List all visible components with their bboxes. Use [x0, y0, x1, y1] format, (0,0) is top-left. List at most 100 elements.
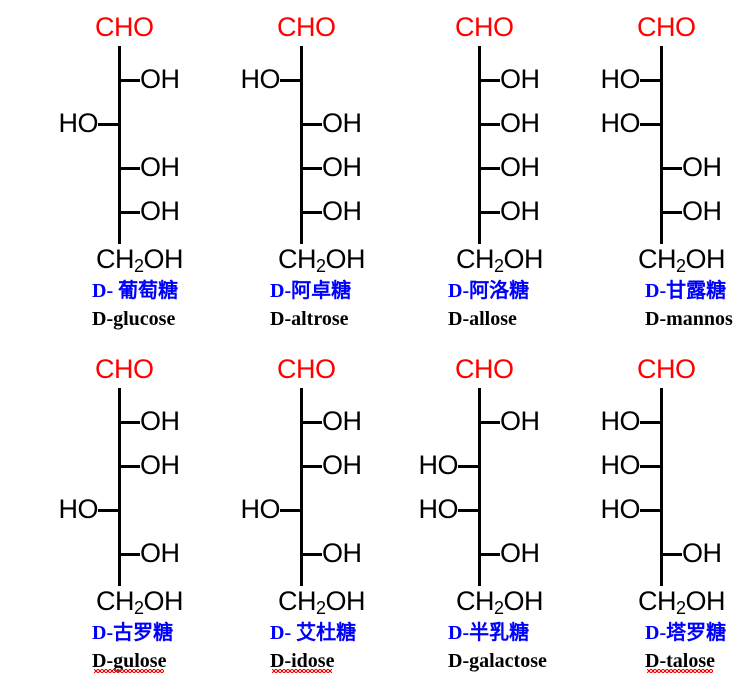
chinese-name-d-mannose: D-甘露糖	[645, 280, 727, 302]
bond-tick	[302, 123, 322, 126]
chinese-name-d-galactose: D-半乳糖	[448, 622, 530, 644]
english-name-d-galactose: D-galactose	[448, 650, 547, 672]
english-name-d-allose: D-allose	[448, 308, 517, 330]
molecule-d-altrose: CHO HO OH OH OH CH2OH D-阿卓糖 D-altrose	[0, 0, 366, 335]
bond-tick	[480, 553, 500, 556]
english-name-wrap-d-gulose: D-gulose	[92, 650, 167, 673]
chinese-name-d-allose: D-阿洛糖	[448, 280, 530, 302]
bond-tick	[302, 167, 322, 170]
bond-tick	[98, 123, 118, 126]
bond-tick	[480, 79, 500, 82]
bond-tick	[458, 509, 478, 512]
hydroxyl-label: OH	[322, 538, 362, 568]
stereocenter-c3-d-mannose: HO	[588, 110, 660, 138]
bond-tick	[662, 167, 682, 170]
bond-tick	[280, 509, 300, 512]
chinese-name-d-glucose: D- 葡萄糖	[92, 280, 179, 302]
bond-tick	[458, 465, 478, 468]
aldehyde-label-d-glucose: CHO	[95, 12, 154, 42]
hydroxyl-label: HO	[240, 64, 281, 94]
stereocenter-c4-d-idose: HO	[228, 496, 300, 524]
stereocenter-c4-d-talose: HO	[588, 496, 660, 524]
molecule-d-mannose: CHO HO HO OH OH CH2OH D-甘露糖 D-mannos	[0, 0, 733, 335]
english-name-wrap-d-altrose: D-altrose	[270, 308, 349, 330]
hydroxymethyl-label-d-mannose: CH2OH	[638, 244, 726, 276]
hydroxyl-label: HO	[600, 108, 641, 138]
hydroxymethyl-label-d-glucose: CH2OH	[96, 244, 184, 276]
carbon-backbone-d-allose	[478, 46, 481, 244]
molecule-d-galactose: CHO OH HO HO OH CH2OH D-半乳糖 D-galactose	[0, 340, 547, 699]
hydroxyl-label: HO	[600, 64, 641, 94]
hydroxyl-label: OH	[140, 450, 180, 480]
bond-tick	[480, 123, 500, 126]
bond-tick	[640, 79, 660, 82]
english-name-wrap-d-idose: D-idose	[270, 650, 334, 673]
english-name-d-altrose: D-altrose	[270, 308, 349, 330]
hydroxyl-label: OH	[500, 538, 540, 568]
hydroxymethyl-label-d-allose: CH2OH	[456, 244, 544, 276]
stereocenter-c2-d-altrose: HO	[228, 66, 300, 94]
carbon-backbone-d-mannose	[660, 46, 663, 244]
hydroxyl-label: OH	[140, 538, 180, 568]
bond-tick	[280, 79, 300, 82]
bond-tick	[640, 123, 660, 126]
bond-tick	[640, 421, 660, 424]
molecule-d-allose: CHO OH OH OH OH CH2OH D-阿洛糖 D-allose	[0, 0, 544, 335]
hydroxyl-label: OH	[682, 152, 722, 182]
hydroxyl-label: HO	[600, 450, 641, 480]
bond-tick	[302, 465, 322, 468]
aldehyde-label-d-altrose: CHO	[277, 12, 336, 42]
hydroxyl-label: OH	[322, 108, 362, 138]
aldehyde-label-d-mannose: CHO	[637, 12, 696, 42]
molecule-row-top: CHO OH HO OH OH CH2OH D- 葡萄糖 D-glucose CHO HO OH OH…	[0, 0, 748, 335]
stereocenter-c3-d-galactose: HO	[406, 452, 478, 480]
carbon-backbone-d-glucose	[118, 46, 121, 244]
bond-tick	[120, 211, 140, 214]
english-name-wrap-d-allose: D-allose	[448, 308, 517, 330]
hydroxyl-label: HO	[240, 494, 281, 524]
stereocenter-c4-d-galactose: HO	[406, 496, 478, 524]
hydroxymethyl-label-d-talose: CH2OH	[638, 586, 726, 618]
english-name-wrap-d-talose: D-talose	[645, 650, 715, 673]
hydroxyl-label: OH	[140, 64, 180, 94]
hydroxyl-label: OH	[322, 152, 362, 182]
bond-tick	[302, 553, 322, 556]
stereocenter-c4-d-gulose: HO	[46, 496, 118, 524]
bond-tick	[302, 211, 322, 214]
hydroxyl-label: OH	[322, 406, 362, 436]
carbon-backbone-d-talose	[660, 388, 663, 586]
hydroxyl-label: OH	[500, 152, 540, 182]
hydroxyl-label: OH	[500, 196, 540, 226]
english-name-wrap-d-mannose: D-mannos	[645, 308, 733, 330]
chinese-name-d-altrose: D-阿卓糖	[270, 280, 352, 302]
carbon-backbone-d-gulose	[118, 388, 121, 586]
hydroxymethyl-label-d-idose: CH2OH	[278, 586, 366, 618]
bond-tick	[662, 211, 682, 214]
stereocenter-c2-d-talose: HO	[588, 408, 660, 436]
aldehyde-label-d-galactose: CHO	[455, 354, 514, 384]
hydroxyl-label: HO	[418, 450, 459, 480]
carbon-backbone-d-galactose	[478, 388, 481, 586]
aldehyde-label-d-gulose: CHO	[95, 354, 154, 384]
stereocenter-c3-d-talose: HO	[588, 452, 660, 480]
hydroxymethyl-label-d-altrose: CH2OH	[278, 244, 366, 276]
hydroxyl-label: OH	[500, 406, 540, 436]
hydroxyl-label: HO	[58, 108, 99, 138]
bond-tick	[302, 421, 322, 424]
english-name-d-mannose: D-mannos	[645, 308, 733, 330]
bond-tick	[640, 509, 660, 512]
stereocenter-c2-d-mannose: HO	[588, 66, 660, 94]
bond-tick	[120, 167, 140, 170]
hydroxymethyl-label-d-gulose: CH2OH	[96, 586, 184, 618]
english-name-d-gulose: D-gulose	[92, 650, 167, 673]
bond-tick	[640, 465, 660, 468]
english-name-wrap-d-glucose: D-glucose	[92, 308, 175, 330]
aldehyde-label-d-idose: CHO	[277, 354, 336, 384]
carbon-backbone-d-idose	[300, 388, 303, 586]
hydroxyl-label: OH	[322, 196, 362, 226]
hydroxyl-label: OH	[140, 152, 180, 182]
